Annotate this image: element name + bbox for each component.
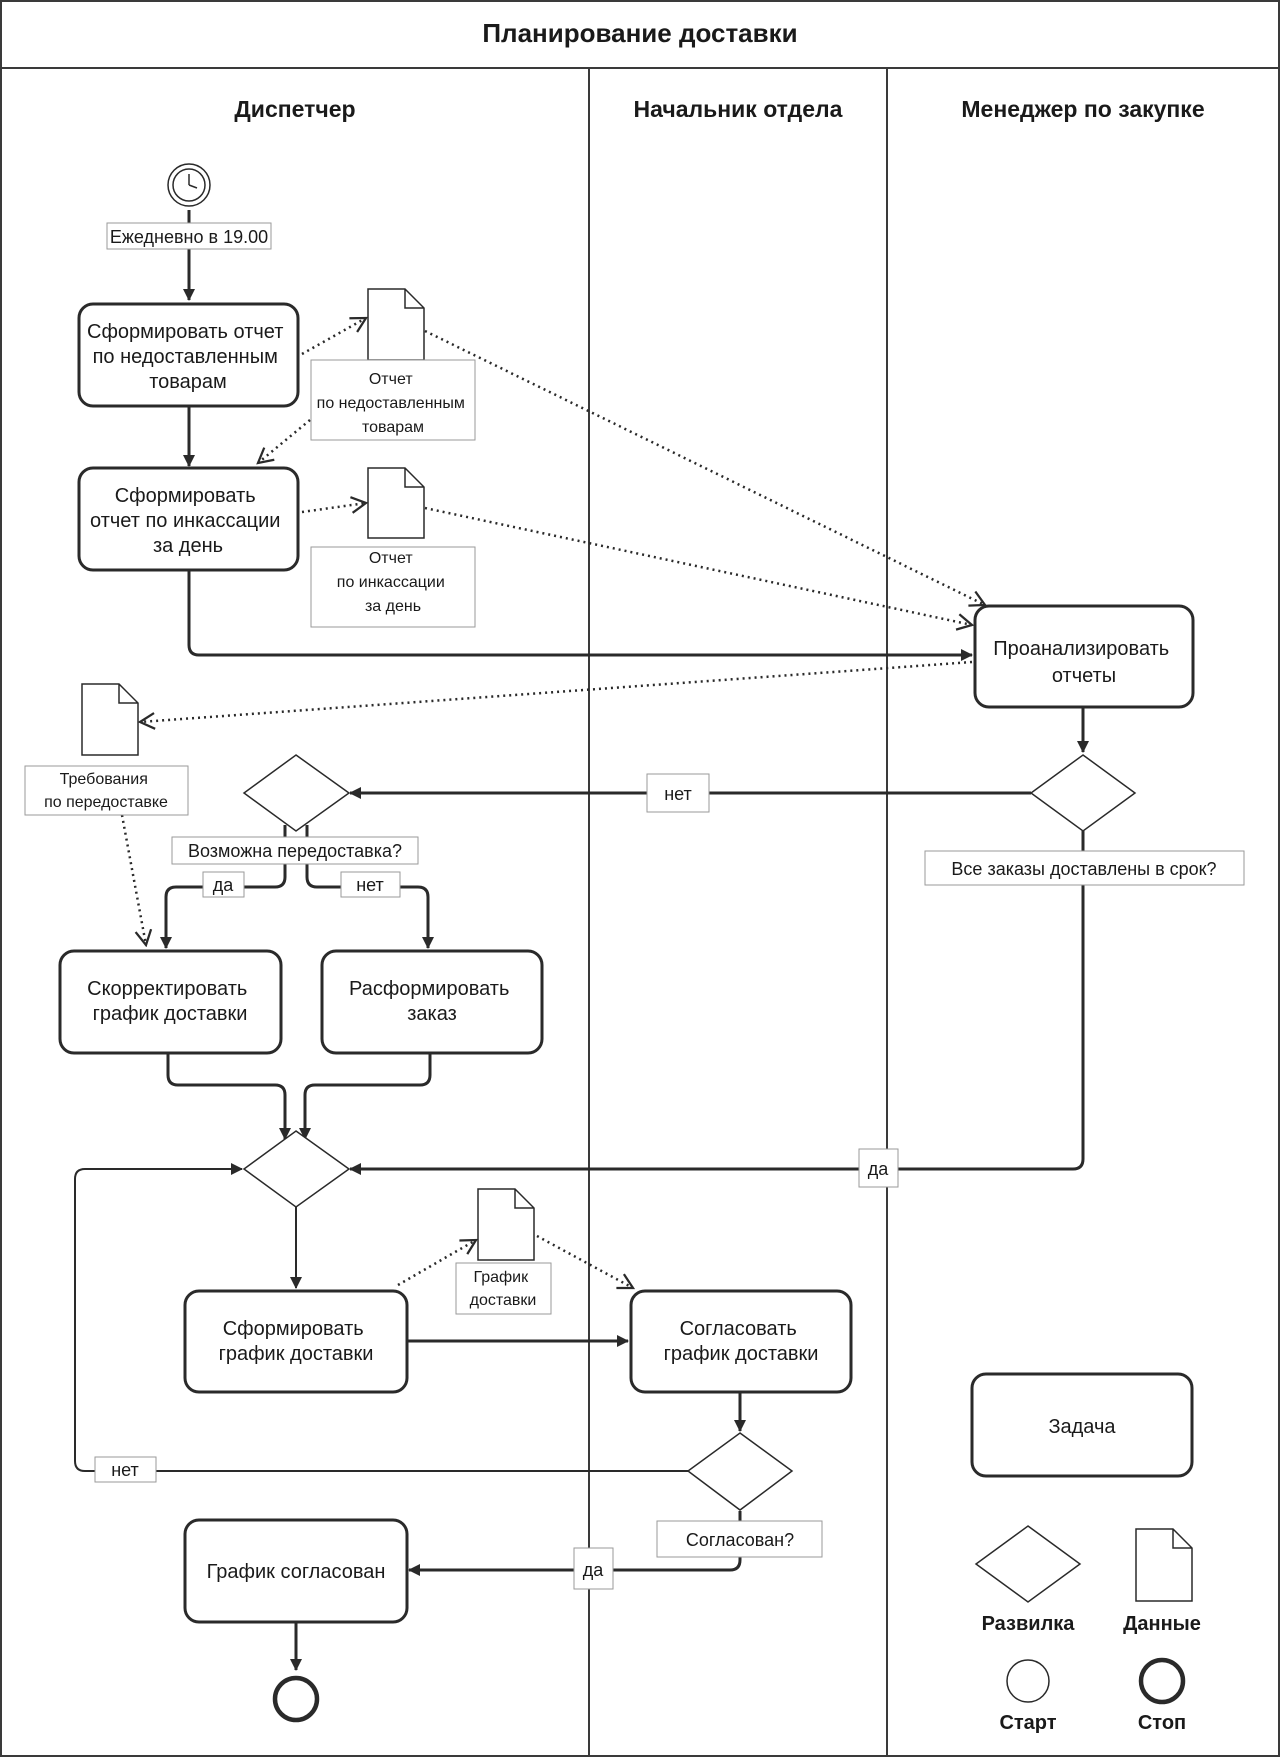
task-form-collection-report (77, 466, 300, 572)
legend-task-label: Задача (1048, 1416, 1116, 1438)
legend-task-shape (970, 1372, 1194, 1478)
lane-dispatcher-title: Диспетчер (234, 96, 355, 122)
gateway-all-on-time-label-box (924, 850, 1245, 886)
flow-collection-to-analyze (187, 570, 973, 661)
gateway-all-on-time (1029, 754, 1137, 832)
legend-data-document-icon (1135, 1528, 1193, 1602)
task-schedule-approved-label: График согласован (207, 1561, 386, 1583)
legend-stop-shape (1138, 1657, 1186, 1705)
flow-disband-to-merge (299, 1053, 432, 1140)
document-icon-undelivered-report (367, 288, 425, 361)
lane-purchasing-manager-title: Менеджер по закупке (961, 96, 1204, 122)
gateway-resupply-possible-label-box (171, 836, 419, 865)
task-analyze-reports-label: Проанализировать отчеты (993, 638, 1175, 687)
task-form-undelivered-report-label: Сформировать отчет по недоставленным тов… (87, 321, 289, 393)
flow-agreed (408, 1511, 742, 1576)
task-form-collection-report-label: Сформировать отчет по инкассации за день (90, 485, 286, 557)
task-adjust-schedule (58, 949, 283, 1055)
flow-label-yes-2-box (858, 1148, 899, 1188)
document-schedule-label-box (455, 1262, 552, 1315)
flow-label-no-2: нет (356, 875, 384, 895)
gateway-all-on-time-label: Все заказы доставлены в срок? (951, 859, 1216, 879)
assoc-analyze-to-requirements (140, 660, 973, 722)
document-schedule-label: График доставки (470, 1269, 537, 1309)
end-event (272, 1675, 320, 1723)
flow-label-no-1-box (646, 773, 710, 813)
gateway-merge (242, 1130, 351, 1208)
document-icon-schedule (477, 1188, 535, 1261)
task-form-schedule-label: Сформировать график доставки (219, 1318, 374, 1365)
assoc-undelivered-to-doc (301, 318, 366, 356)
document-undelivered-report-label-box (310, 359, 476, 441)
task-analyze-reports (973, 604, 1195, 709)
gateway-agreed-label: Согласован? (686, 1530, 794, 1550)
timer-start-event (167, 163, 211, 207)
flow-label-no-2-box (340, 871, 401, 898)
task-adjust-schedule-label: Скорректировать график доставки (87, 978, 253, 1025)
lane-department-head-title: Начальник отдела (634, 96, 843, 122)
assoc-doc-to-analyze-1 (424, 329, 985, 605)
task-approve-schedule (629, 1289, 853, 1394)
start-event-label: Ежедневно в 19.00 (110, 227, 268, 247)
flow-label-yes-1-box (202, 871, 245, 898)
flow-adjust-to-merge (166, 1053, 291, 1140)
flow-label-yes-2: да (868, 1159, 890, 1179)
flow-label-no-1: нет (664, 784, 692, 804)
task-form-schedule (183, 1289, 409, 1394)
task-form-undelivered-report (77, 302, 300, 408)
assoc-requirements-to-adjust (120, 814, 146, 945)
legend-gateway-shape (974, 1525, 1082, 1603)
flow-label-no-3: нет (111, 1460, 139, 1480)
gateway-resupply-possible-label: Возможна передоставка? (188, 841, 402, 861)
document-icon-collection-report (367, 467, 425, 539)
gateway-resupply-possible (242, 754, 351, 832)
flow-on-time (349, 831, 1085, 1175)
flow-label-yes-1: да (213, 875, 235, 895)
task-disband-order (320, 949, 544, 1055)
legend-data-label: Данные (1123, 1613, 1201, 1635)
gateway-agreed-label-box (656, 1520, 823, 1558)
document-resupply-requirements-label-box (24, 765, 189, 816)
task-schedule-approved (183, 1518, 409, 1624)
diagram-title: Планирование доставки (482, 18, 797, 48)
gateway-agreed (686, 1432, 794, 1511)
document-undelivered-report-label: Отчет по недоставленным товарам (317, 371, 470, 436)
legend-start-shape (1006, 1659, 1050, 1703)
task-approve-schedule-label: Согласовать график доставки (664, 1318, 819, 1365)
legend-start-label: Старт (999, 1712, 1056, 1734)
start-event-label-box (106, 222, 272, 250)
legend-stop-label: Стоп (1138, 1712, 1186, 1734)
document-collection-report-label-box (310, 546, 476, 628)
document-collection-report-label: Отчет по инкассации за день (337, 550, 449, 615)
flow-label-yes-3-box (573, 1547, 614, 1590)
flow-not-agreed-loop (74, 1163, 688, 1472)
document-icon-resupply-requirements (81, 683, 139, 756)
legend-gateway-label: Развилка (982, 1613, 1076, 1635)
task-disband-order-label: Расформировать заказ (349, 978, 515, 1025)
assoc-schedule-doc-to-approve (536, 1234, 633, 1288)
flow-label-no-3-box (94, 1456, 157, 1483)
document-resupply-requirements-label: Требования по передоставке (44, 771, 168, 811)
flow-label-yes-3: да (583, 1560, 605, 1580)
